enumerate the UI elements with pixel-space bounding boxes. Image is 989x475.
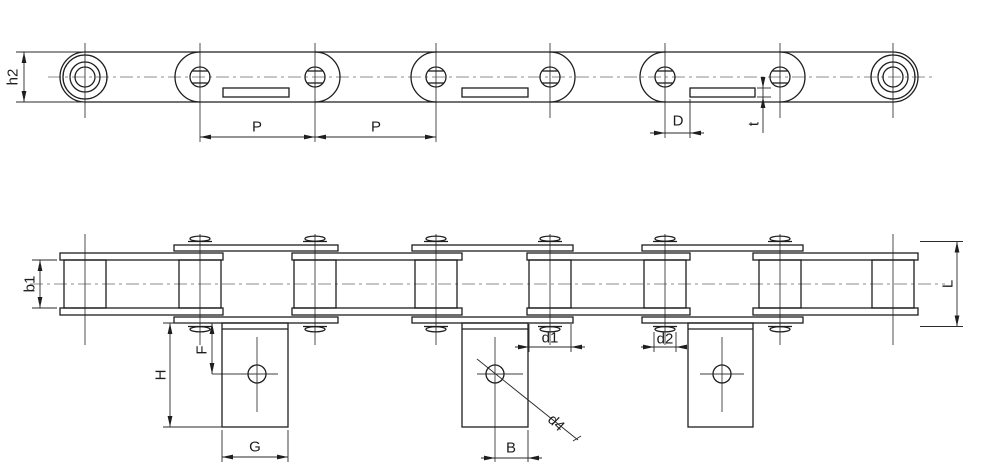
attachment-plate-2 — [461, 322, 529, 428]
dim-pitch: P P — [200, 119, 436, 140]
attachment-plate-1 — [221, 322, 289, 428]
dim-f: F — [194, 323, 215, 374]
dim-label-b-width: B — [506, 440, 516, 457]
attachment-slot-1 — [222, 87, 290, 98]
dim-label-h2: h2 — [5, 69, 22, 86]
side-view: h2 P P D — [5, 43, 932, 142]
dim-label-d4: d4 — [544, 411, 568, 435]
dim-l: L — [920, 241, 963, 327]
dim-g: G — [221, 430, 289, 462]
attachment-slot-3 — [689, 87, 756, 98]
dim-d4: d4 — [476, 358, 582, 442]
dim-label-l: L — [940, 280, 957, 288]
inner-plate-bars — [59, 252, 919, 316]
attachment-hole-2 — [485, 364, 505, 384]
dim-label-h: H — [153, 370, 170, 381]
link-end-arcs — [174, 51, 806, 103]
attachment-plates — [221, 322, 754, 428]
attachment-hole-crosshairs — [212, 337, 744, 462]
dim-label-p-left: P — [252, 119, 262, 136]
attachment-hole-1 — [247, 364, 267, 384]
plan-view: b1 L H — [22, 234, 963, 462]
dim-label-t: t — [746, 121, 763, 126]
attachment-hole-3 — [712, 364, 732, 384]
attachment-slot-2 — [461, 87, 529, 98]
side-pin-centerlines — [84, 43, 894, 142]
attachment-plate-3 — [687, 322, 754, 428]
dim-h2: h2 — [5, 51, 84, 103]
dim-d1: d1 — [515, 324, 585, 352]
dim-label-b1: b1 — [22, 276, 39, 293]
dim-b1: b1 — [22, 259, 57, 309]
dim-label-d2: d2 — [657, 331, 674, 348]
dim-label-d: D — [673, 113, 684, 130]
dim-label-g: G — [249, 439, 261, 456]
dim-label-p-right: P — [371, 119, 381, 136]
chain-outline-side — [59, 51, 919, 103]
dim-label-f: F — [194, 345, 211, 354]
dim-d: D — [650, 99, 704, 138]
dim-d2: d2 — [641, 331, 687, 352]
dim-t: t — [746, 77, 771, 133]
dim-b: B — [481, 430, 542, 462]
dim-label-d1: d1 — [542, 330, 559, 347]
